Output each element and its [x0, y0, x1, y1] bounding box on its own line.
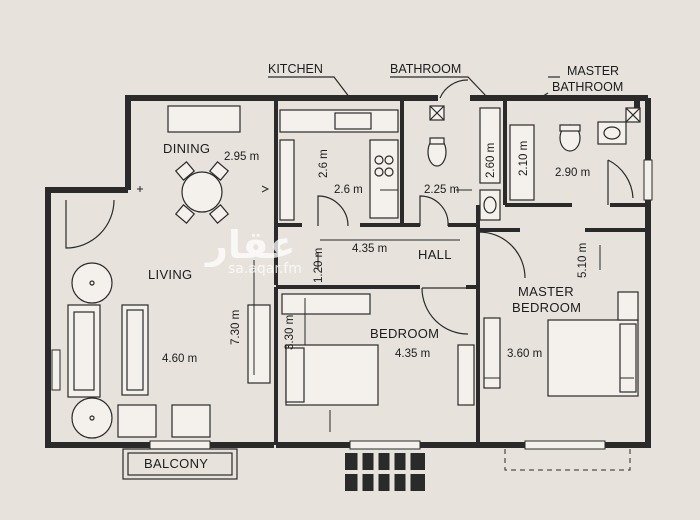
room-labels: KITCHEN BATHROOM MASTER BATHROOM DINING …	[144, 62, 623, 471]
balcony	[122, 448, 238, 480]
dim-master-bath-depth: 2.10 m	[518, 141, 530, 176]
dim-dining-width: 2.95 m	[224, 151, 259, 163]
doors	[65, 79, 634, 335]
label-hall: HALL	[418, 247, 452, 262]
dining-furniture	[167, 105, 241, 224]
label-dining: DINING	[163, 141, 210, 156]
living-furniture	[51, 262, 271, 439]
master-bath-fixtures	[509, 107, 641, 201]
watermark-url: sa.aqar.fm	[228, 261, 302, 277]
label-balcony: BALCONY	[144, 456, 208, 471]
label-living: LIVING	[148, 267, 192, 282]
dim-kitchen-width: 2.6 m	[334, 184, 363, 196]
label-master-bedroom-line1: MASTER	[518, 284, 574, 299]
dim-living-length: 7.30 m	[230, 310, 242, 345]
dim-bedroom-width: 4.35 m	[395, 348, 430, 360]
windows	[149, 159, 653, 450]
label-bedroom: BEDROOM	[370, 326, 439, 341]
dim-master-bedroom-depth: 5.10 m	[577, 243, 589, 278]
dim-living-width: 4.60 m	[162, 353, 197, 365]
label-bathroom: BATHROOM	[390, 62, 461, 76]
dimension-labels: 2.95 m 2.6 m 2.6 m 2.25 m 2.60 m 2.10 m …	[162, 141, 590, 365]
bedroom-furniture	[281, 293, 475, 406]
master-bedroom-furniture	[483, 291, 639, 397]
terrace-outline	[504, 449, 631, 471]
dim-kitchen-depth: 2.6 m	[318, 149, 330, 178]
bathroom-fixtures	[427, 105, 501, 221]
interior-walls	[274, 98, 648, 445]
label-master-bathroom-line2: BATHROOM	[552, 80, 623, 94]
kitchen-fixtures	[279, 109, 399, 221]
dim-bathroom-depth: 2.60 m	[485, 143, 497, 178]
dim-master-bath-width: 2.90 m	[555, 167, 590, 179]
watermark: عقار sa.aqar.fm	[204, 223, 302, 277]
watermark-logo: عقار	[204, 223, 295, 267]
dimension-arrows	[137, 185, 634, 432]
label-kitchen: KITCHEN	[268, 62, 323, 76]
label-master-bedroom-line2: BEDROOM	[512, 300, 581, 315]
dim-hall-length: 4.35 m	[352, 243, 387, 255]
dim-bathroom-width: 2.25 m	[424, 184, 459, 196]
exterior-steps	[345, 453, 425, 491]
dim-bedroom-depth: 3.30 m	[284, 315, 296, 350]
label-master-bathroom-line1: MASTER	[567, 64, 619, 78]
dim-master-bedroom-width: 3.60 m	[507, 348, 542, 360]
leader-lines	[268, 76, 560, 99]
dim-hall-width: 1.20 m	[313, 248, 325, 283]
